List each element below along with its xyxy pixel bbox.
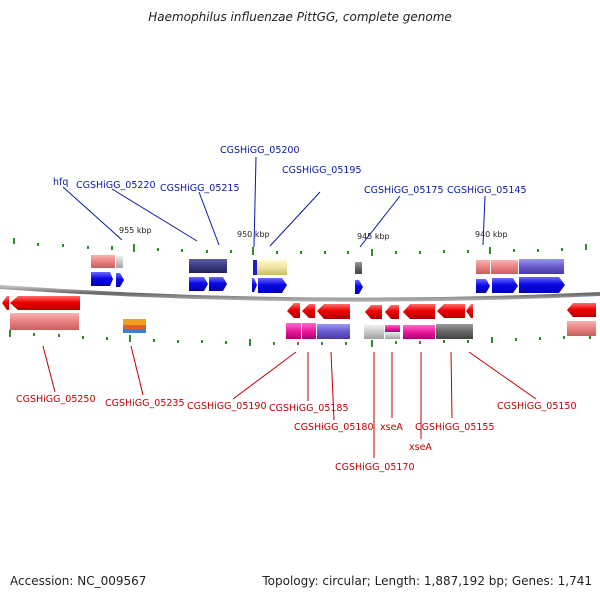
gene-label-cgshigg-05235: CGSHiGG_05235 bbox=[105, 398, 185, 409]
gene-label-cgshigg-05195: CGSHiGG_05195 bbox=[282, 165, 362, 176]
gene-label-cgshigg-05175: CGSHiGG_05175 bbox=[364, 185, 444, 196]
gene-label-cgshigg-05155: CGSHiGG_05155 bbox=[415, 422, 495, 433]
genome-backbone bbox=[0, 285, 600, 302]
gene-label-cgshigg-05190: CGSHiGG_05190 bbox=[187, 401, 267, 412]
top-feature-track bbox=[91, 255, 564, 275]
gene-label-cgshigg-05200: CGSHiGG_05200 bbox=[220, 145, 300, 156]
scale-label-955: 955 kbp bbox=[119, 226, 152, 235]
genome-summary-text: Topology: circular; Length: 1,887,192 bp… bbox=[262, 574, 592, 588]
scale-label-945: 945 kbp bbox=[357, 232, 390, 241]
gene-label-xsea-1: xseA bbox=[380, 422, 403, 433]
scale-label-940: 940 kbp bbox=[475, 230, 508, 239]
gene-label-hfq: hfq bbox=[53, 177, 68, 188]
gene-label-xsea-2: xseA bbox=[409, 442, 432, 453]
gene-label-cgshigg-05145: CGSHiGG_05145 bbox=[447, 185, 527, 196]
gene-label-cgshigg-05180: CGSHiGG_05180 bbox=[294, 422, 374, 433]
gene-label-cgshigg-05185: CGSHiGG_05185 bbox=[269, 403, 349, 414]
gene-label-cgshigg-05250: CGSHiGG_05250 bbox=[16, 394, 96, 405]
bottom-tick-marks bbox=[9, 330, 591, 347]
top-tick-marks bbox=[13, 238, 587, 256]
reverse-genes bbox=[2, 296, 596, 319]
map-title: Haemophilus influenzae PittGG, complete … bbox=[148, 10, 452, 24]
gene-label-cgshigg-05170: CGSHiGG_05170 bbox=[335, 462, 415, 473]
forward-genes bbox=[91, 272, 565, 294]
gene-label-cgshigg-05220: CGSHiGG_05220 bbox=[76, 180, 156, 191]
bottom-feature-track bbox=[10, 313, 596, 339]
scale-label-950: 950 kbp bbox=[237, 230, 270, 239]
gene-label-cgshigg-05215: CGSHiGG_05215 bbox=[160, 183, 240, 194]
gene-label-cgshigg-05150: CGSHiGG_05150 bbox=[497, 401, 577, 412]
accession-text: Accession: NC_009567 bbox=[10, 574, 147, 588]
top-leader-lines bbox=[62, 156, 486, 248]
bottom-leader-lines bbox=[42, 345, 537, 458]
